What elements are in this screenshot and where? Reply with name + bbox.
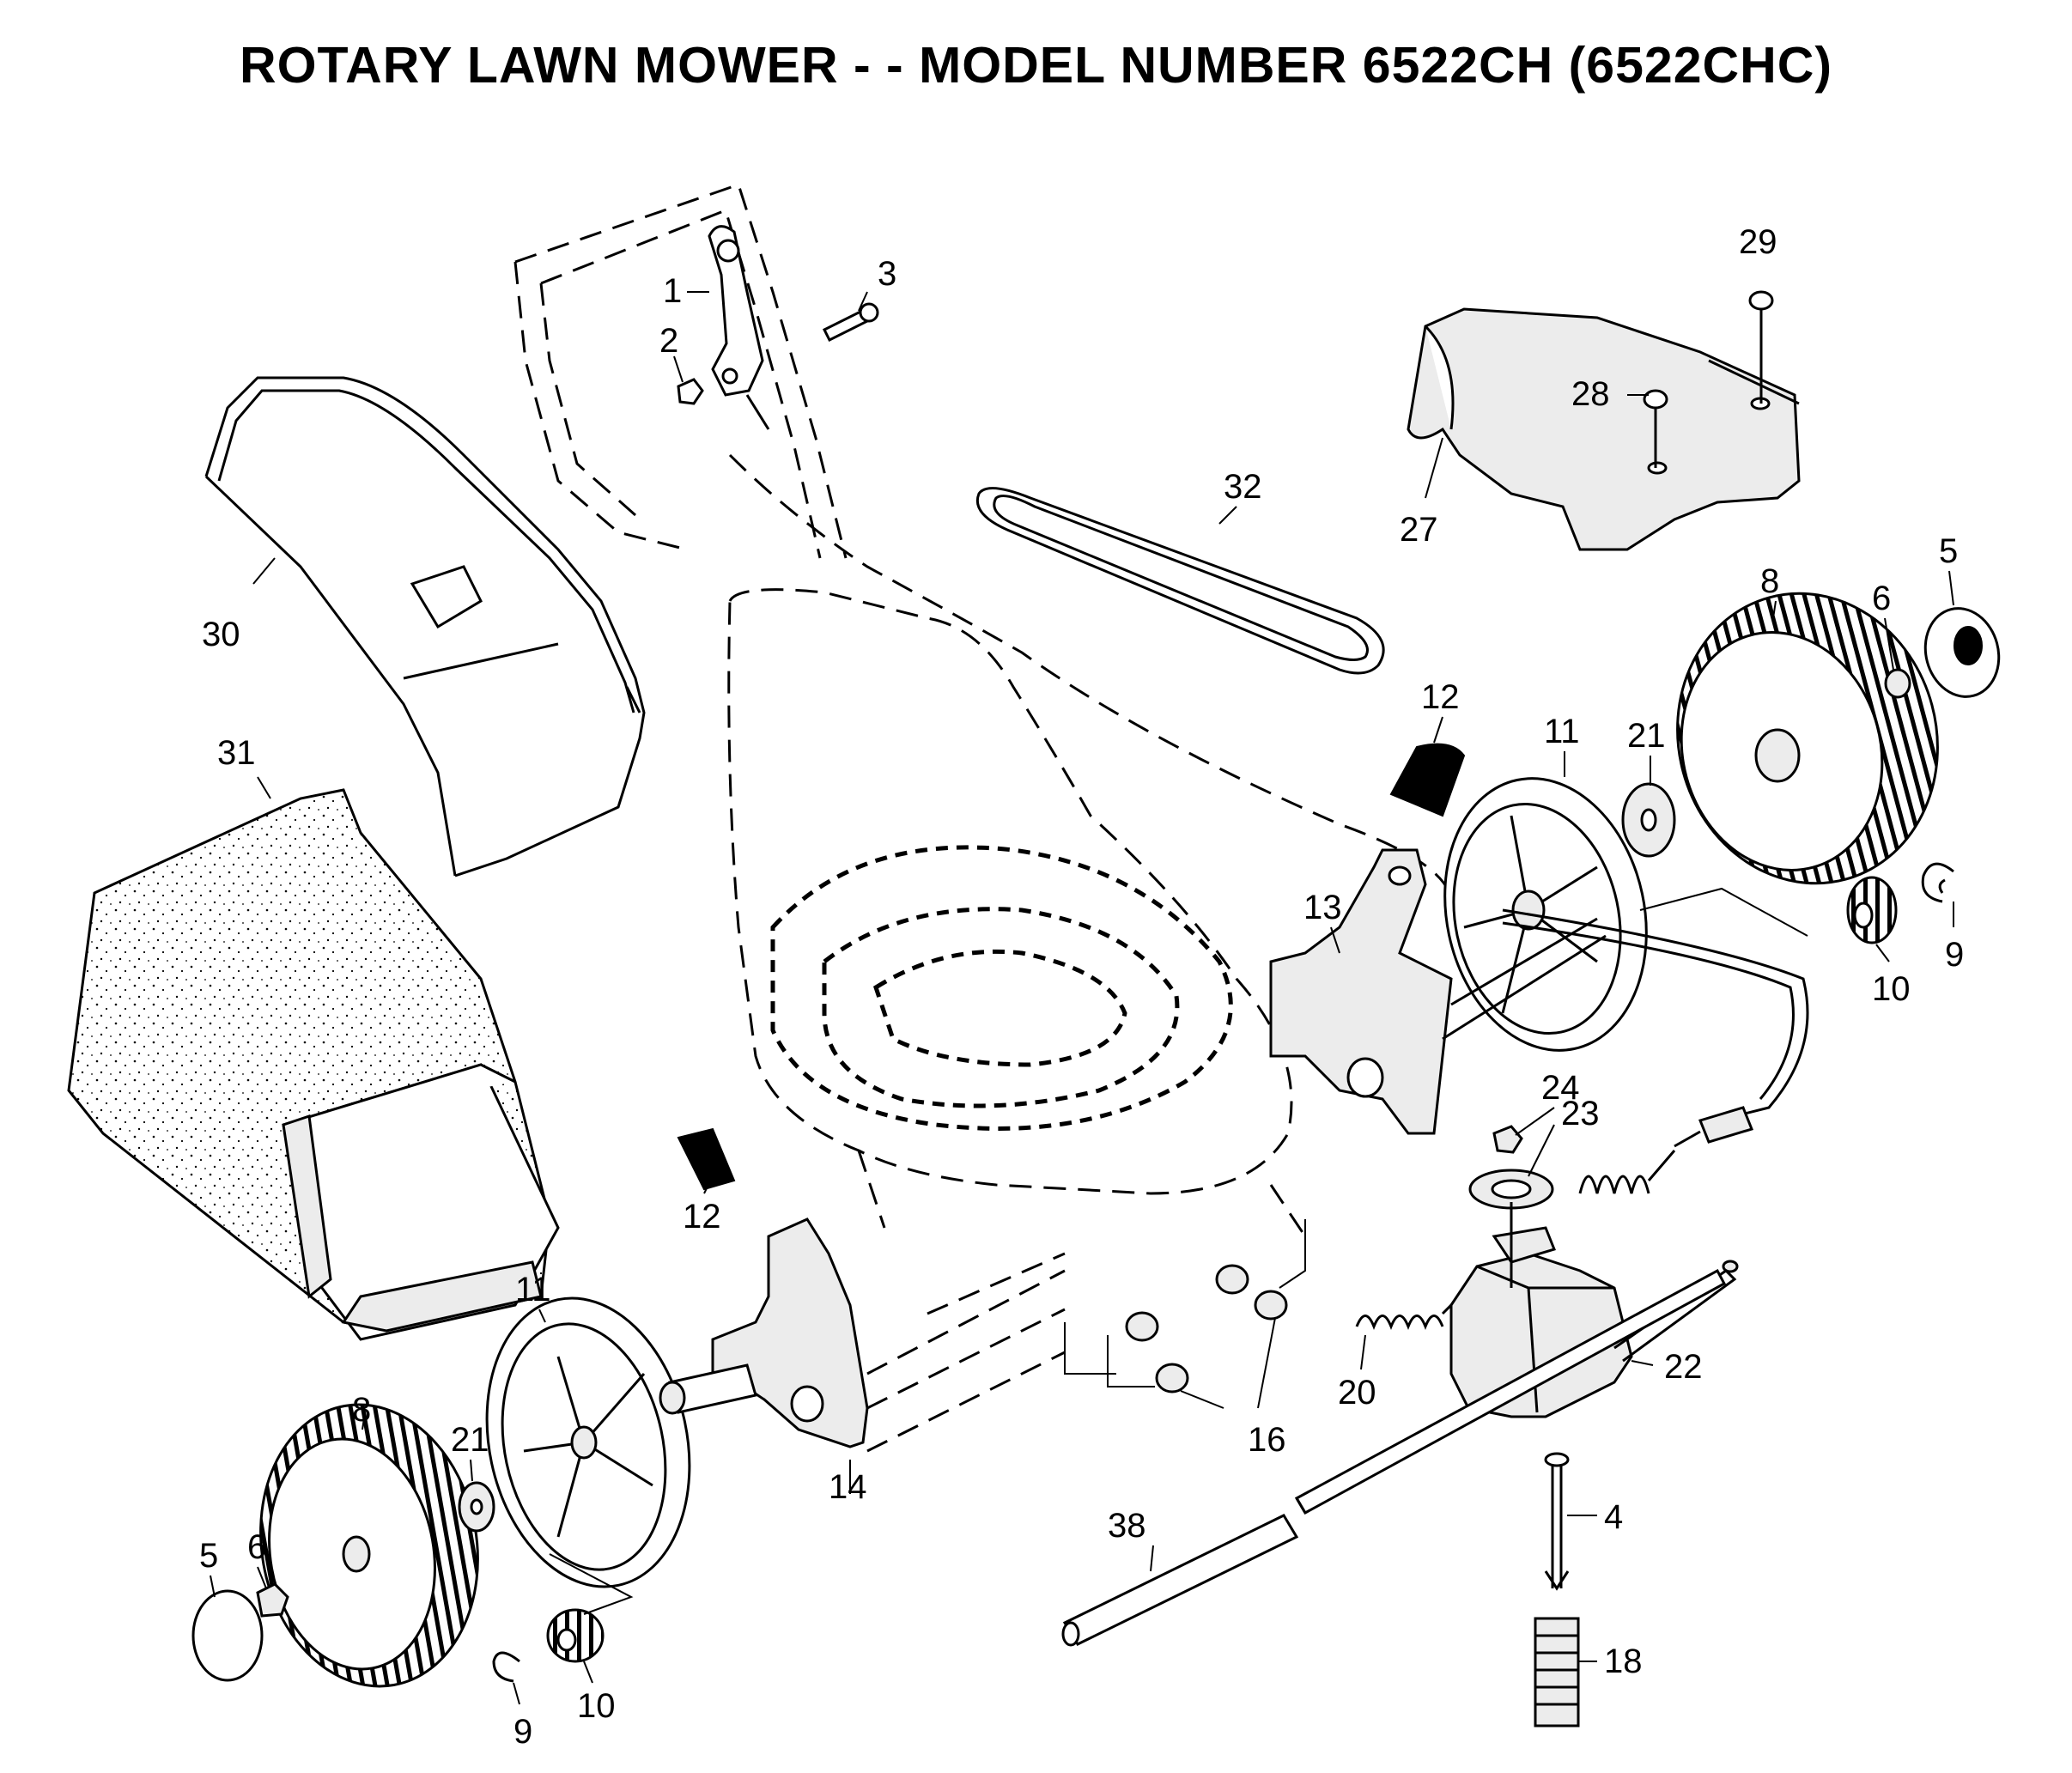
part-9-clip-right	[1921, 862, 1954, 903]
callout-27: 27	[1400, 511, 1438, 549]
part-12-rubber-cap-left	[677, 1127, 736, 1191]
callout-22: 22	[1664, 1348, 1703, 1386]
part-21-washer-left	[458, 1481, 495, 1533]
part-8-rear-wheel-right	[1676, 592, 1939, 885]
part-16-nuts	[1064, 1219, 1306, 1394]
leader-lines	[210, 291, 1954, 1705]
part-10-gear-left	[546, 1608, 605, 1663]
callout-31: 31	[217, 734, 256, 772]
part-13-height-adjuster-right	[1269, 848, 1607, 1135]
connector-gear-left	[549, 1553, 634, 1615]
handle-outline	[513, 183, 1454, 911]
part-1-lever	[708, 225, 770, 430]
axle-lines-left	[866, 1252, 1066, 1453]
part-3-bolt	[822, 302, 879, 343]
part-29-screw	[1748, 290, 1774, 404]
callout-28: 28	[1571, 375, 1610, 413]
callout-9-right: 9	[1945, 936, 1964, 974]
callout-10-right: 10	[1872, 970, 1911, 1008]
part-24-nut	[1492, 1125, 1523, 1154]
mower-deck-outline	[727, 588, 1307, 1237]
callout-30: 30	[202, 616, 240, 653]
callout-2: 2	[659, 322, 678, 360]
callout-4: 4	[1604, 1498, 1623, 1536]
callout-21-left: 21	[451, 1421, 489, 1459]
part-32-belt	[976, 487, 1385, 675]
callout-24: 24	[1541, 1069, 1580, 1107]
part-4-bolt	[1544, 1452, 1570, 1591]
callout-11-right: 11	[1544, 713, 1580, 750]
callout-9-left: 9	[513, 1713, 532, 1751]
callout-13: 13	[1303, 889, 1342, 926]
part-21-washer-right	[1621, 782, 1676, 858]
part-2-nut	[677, 378, 704, 405]
part-9-clip-left	[492, 1651, 520, 1683]
part-23-pulley	[1468, 1169, 1554, 1210]
part-38-tube	[1061, 1514, 1299, 1647]
part-27-rear-cover	[1407, 307, 1801, 551]
callout-8-right: 8	[1760, 562, 1779, 600]
callout-5-right: 5	[1939, 532, 1958, 570]
callout-1: 1	[663, 272, 682, 310]
callout-12-right: 12	[1421, 678, 1460, 716]
part-14-height-adjuster-left	[659, 1217, 869, 1448]
callout-20: 20	[1338, 1374, 1376, 1412]
diagram-title: ROTARY LAWN MOWER - - MODEL NUMBER 6522C…	[239, 37, 1833, 94]
part-18-spring	[1534, 1617, 1580, 1727]
callout-5-left: 5	[199, 1537, 218, 1575]
part-12-rubber-cap-right	[1389, 743, 1466, 817]
callout-11-left: 11	[515, 1271, 551, 1308]
callout-38: 38	[1108, 1507, 1146, 1545]
part-8-rear-wheel-left	[259, 1403, 479, 1688]
part-6-nut-right	[1884, 668, 1911, 699]
part-31-grass-bag	[67, 788, 560, 1341]
callout-29: 29	[1739, 223, 1777, 261]
callout-3: 3	[878, 255, 896, 293]
callout-10-left: 10	[577, 1687, 616, 1725]
callout-16: 16	[1248, 1421, 1286, 1459]
axle-rod	[1294, 1268, 1727, 1515]
part-30-bag-frame	[204, 376, 646, 877]
callout-23: 23	[1561, 1095, 1600, 1132]
part-10-gear-right	[1846, 876, 1898, 944]
callout-8-left: 8	[352, 1391, 371, 1429]
callout-21-right: 21	[1627, 717, 1666, 755]
callout-labels: 1 2 3 29 28 27 32 30 31 8 6 5 12 11 21 1…	[199, 223, 1964, 1751]
part-11-drive-wheel-right	[1443, 777, 1648, 1052]
callout-14: 14	[829, 1468, 867, 1506]
callout-18: 18	[1604, 1642, 1643, 1680]
part-5-hubcap-left	[191, 1589, 264, 1682]
part-28-screw	[1643, 389, 1668, 468]
spring-right	[1578, 1150, 1676, 1194]
callout-6-right: 6	[1872, 580, 1891, 617]
control-cable	[1502, 908, 1809, 1148]
callout-12-left: 12	[683, 1198, 721, 1236]
callout-32: 32	[1224, 468, 1262, 506]
part-5-hubcap-right	[1923, 607, 2001, 698]
part-6-nut-left	[256, 1582, 289, 1618]
callout-6-left: 6	[247, 1528, 266, 1566]
part-11-drive-wheel-left	[485, 1296, 691, 1588]
connector-gear-right	[1639, 887, 1808, 937]
